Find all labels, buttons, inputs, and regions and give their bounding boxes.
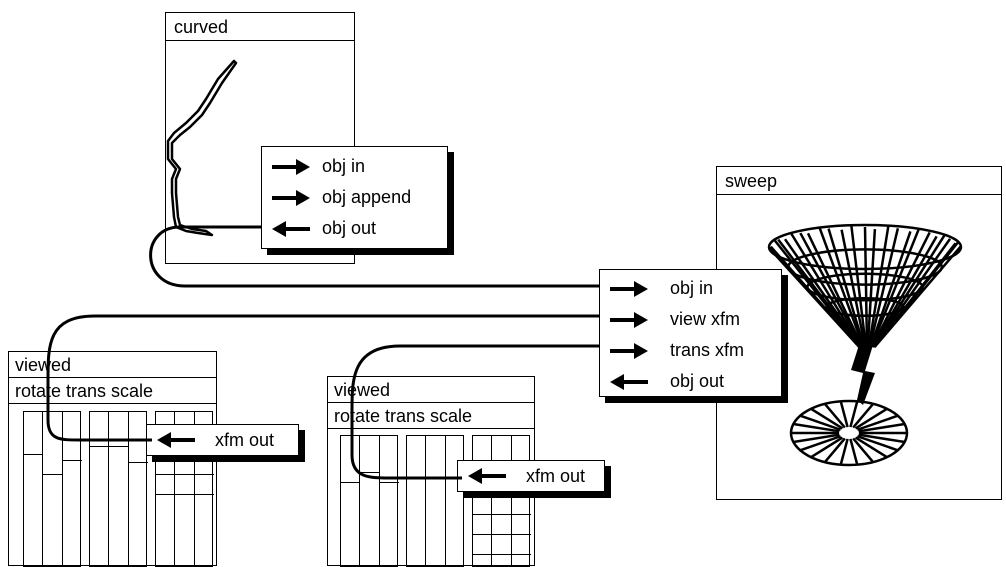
curved-obj-append-port[interactable]: obj append bbox=[262, 182, 447, 213]
curved-obj-out-port[interactable]: obj out bbox=[262, 213, 447, 244]
sweep-trans-xfm-port[interactable]: trans xfm bbox=[600, 335, 781, 366]
viewed-left-xfm-out-port[interactable]: xfm out bbox=[146, 424, 299, 456]
sweep-window-title: sweep bbox=[717, 167, 1001, 195]
right-arrow-icon bbox=[610, 343, 648, 359]
left-arrow-icon bbox=[610, 374, 648, 390]
left-arrow-icon bbox=[157, 432, 195, 448]
sweep-window[interactable]: sweep bbox=[716, 166, 1002, 500]
curved-obj-out-label: obj out bbox=[322, 218, 377, 238]
right-arrow-icon bbox=[272, 159, 310, 175]
rotate-sliders[interactable] bbox=[23, 411, 82, 567]
left-arrow-icon bbox=[272, 221, 310, 237]
trans-sliders[interactable] bbox=[406, 435, 464, 567]
sweep-trans-xfm-label: trans xfm bbox=[670, 340, 745, 360]
sweep-obj-in-port[interactable]: obj in bbox=[600, 273, 781, 304]
curved-obj-in-label: obj in bbox=[322, 156, 366, 176]
viewed-right-title: viewed bbox=[328, 377, 534, 403]
viewed-left-xfm-out-label: xfm out bbox=[215, 430, 275, 450]
viewed-left-controls-label: rotate trans scale bbox=[9, 378, 216, 404]
sweep-view-xfm-port[interactable]: view xfm bbox=[600, 304, 781, 335]
sweep-obj-in-label: obj in bbox=[670, 278, 714, 298]
right-arrow-icon bbox=[272, 190, 310, 206]
curved-window-title: curved bbox=[166, 13, 354, 41]
viewed-right-xfm-out-port[interactable]: xfm out bbox=[457, 460, 605, 492]
rotate-sliders[interactable] bbox=[340, 435, 399, 567]
curved-port-menu: obj in obj append obj out bbox=[261, 146, 448, 249]
sweep-obj-out-port[interactable]: obj out bbox=[600, 366, 781, 397]
sweep-view-xfm-label: view xfm bbox=[670, 309, 741, 329]
viewed-right-controls-label: rotate trans scale bbox=[328, 403, 534, 429]
curved-obj-in-port[interactable]: obj in bbox=[262, 151, 447, 182]
curved-window[interactable]: curved bbox=[165, 12, 355, 264]
curved-obj-append-label: obj append bbox=[322, 187, 412, 207]
right-arrow-icon bbox=[610, 281, 648, 297]
viewed-left-title: viewed bbox=[9, 352, 216, 378]
viewed-right-xfm-out-label: xfm out bbox=[526, 466, 586, 486]
sweep-obj-out-label: obj out bbox=[670, 371, 725, 391]
right-arrow-icon bbox=[610, 312, 648, 328]
trans-sliders[interactable] bbox=[89, 411, 148, 567]
scale-sliders[interactable] bbox=[472, 435, 531, 567]
left-arrow-icon bbox=[468, 468, 506, 484]
sweep-port-menu: obj in view xfm trans xfm obj out bbox=[599, 269, 782, 397]
swept-surface-drawing bbox=[767, 223, 963, 467]
viewed-window-left[interactable]: viewed rotate trans scale bbox=[8, 351, 217, 567]
